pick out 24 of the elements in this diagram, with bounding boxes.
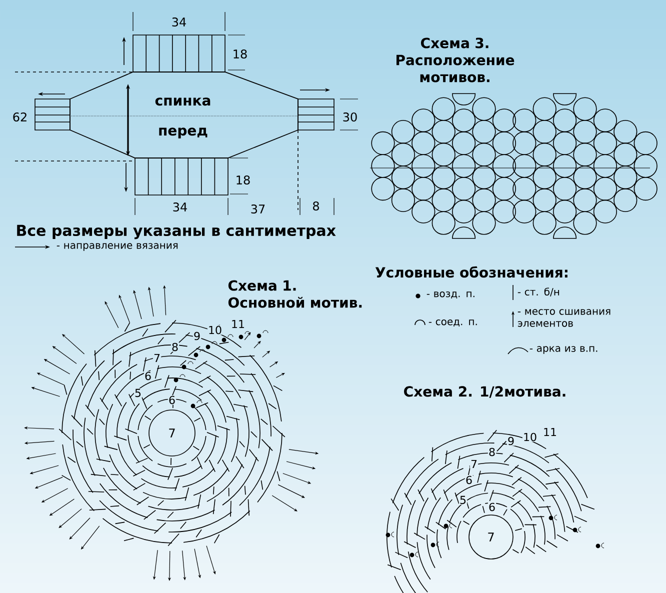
note-text: Все размеры указаны в сантиметрах: [17, 224, 336, 240]
dimension-label: 30: [343, 112, 357, 122]
dimension-label: 18: [236, 175, 250, 185]
dimension-label: 37: [251, 204, 265, 214]
scheme-title: Схема 1. Основной мотив.: [228, 280, 362, 308]
legend-text: - место сшивания элементов: [518, 309, 610, 327]
legend-text: - арка из в.п.: [530, 346, 598, 354]
legend-text: - соед. п.: [428, 320, 477, 326]
legend-title: Схема 2. 1/2мотива.: [404, 386, 566, 398]
dimension-label: 18: [234, 49, 247, 59]
legend-text: - ст. б/н: [518, 288, 560, 296]
scheme-title: Схема 3. Расположение мотивов.: [396, 38, 514, 82]
dimension-label: 34: [173, 202, 187, 212]
body-outline: спинка перед: [70, 72, 298, 158]
dimension-label: 34: [172, 17, 186, 27]
dimension-label: 62: [13, 112, 26, 122]
center-ring: 7: [148, 410, 196, 456]
dimension-label: 8: [313, 201, 319, 211]
center-ring: 7: [468, 514, 514, 560]
row-number: 10: [207, 325, 223, 335]
legend-title: Условные обозначения:: [375, 266, 568, 278]
legend-text: - возд. п.: [426, 292, 474, 298]
legend-text: - направление вязания: [56, 243, 178, 251]
row-number: 10: [522, 432, 538, 442]
